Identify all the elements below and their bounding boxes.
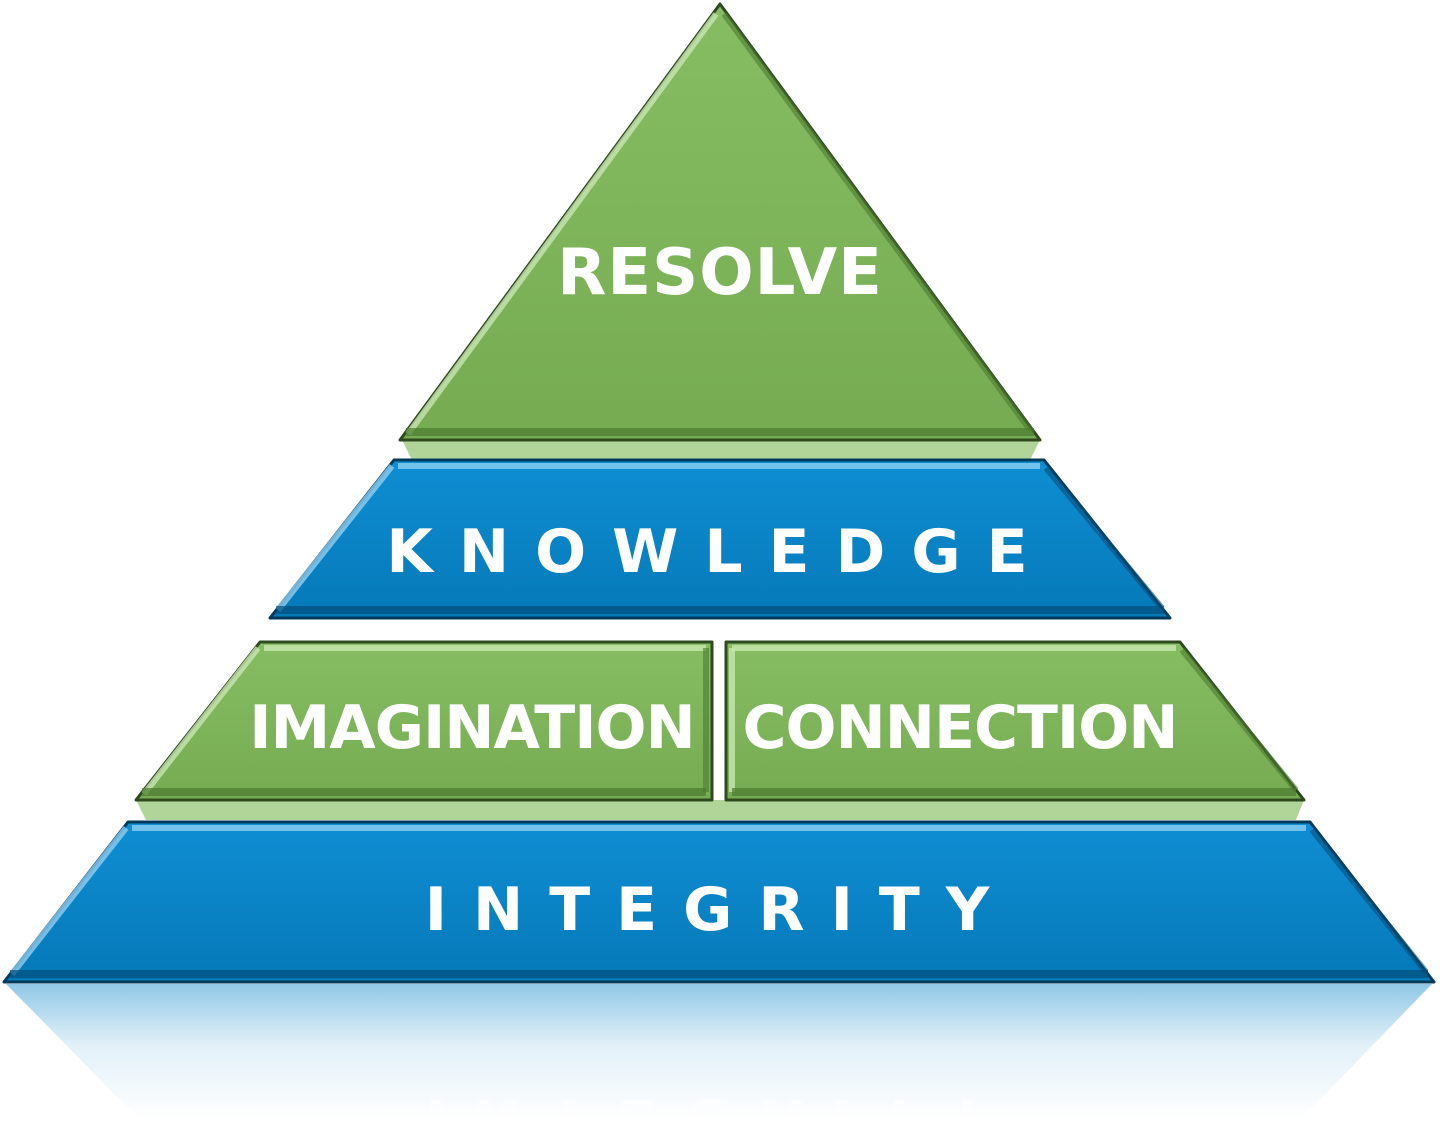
tier-integrity: INTEGRITY — [2, 820, 1436, 984]
base-reflection — [6, 984, 1432, 1120]
tier-label-integrity: INTEGRITY — [425, 875, 1016, 945]
tier-label-knowledge: KNOWLEDGE — [386, 517, 1053, 587]
tier-resolve: RESOLVE — [398, 2, 1042, 442]
top-tier-shadow — [402, 440, 1040, 460]
tier-knowledge: KNOWLEDGE — [268, 458, 1172, 620]
tier-label-connection: CONNECTION — [743, 693, 1178, 763]
tier-label-integrity-reflection: INTEGRITY — [425, 1085, 1016, 1148]
third-tier-shadow — [136, 800, 1304, 820]
base-label-reflection: INTEGRITY — [425, 1085, 1016, 1148]
tier-label-resolve: RESOLVE — [557, 236, 883, 310]
tier-label-imagination: IMAGINATION — [249, 693, 695, 763]
tier-imagination: IMAGINATION — [134, 640, 714, 802]
tier-connection: CONNECTION — [724, 640, 1306, 802]
